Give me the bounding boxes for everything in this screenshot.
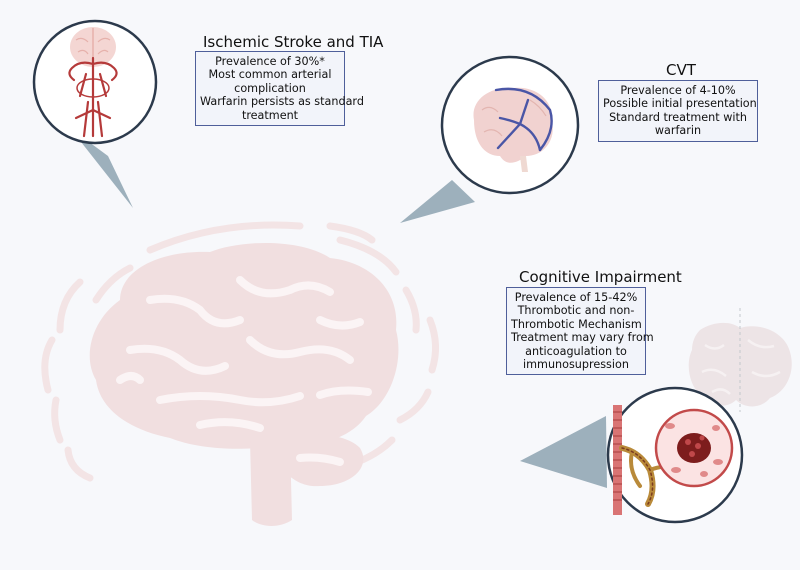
cognitive-title: Cognitive Impairment	[519, 268, 682, 286]
stroke-line-3: complication	[234, 81, 306, 95]
large-brain-icon	[41, 221, 439, 526]
stroke-line-4: Warfarin persists as standard	[200, 95, 364, 109]
cognitive-line-6: immunosupression	[523, 358, 629, 372]
cvt-info-box: Prevalence of 4-10% Possible initial pre…	[598, 80, 758, 142]
cvt-line-4: warfarin	[654, 124, 702, 138]
cvt-callout-wedge	[400, 180, 475, 223]
stroke-line-2: Most common arterial	[208, 68, 332, 82]
thrombosis-vessel-icon	[606, 386, 744, 524]
cognitive-info-box: Prevalence of 15-42% Thrombotic and non-…	[506, 287, 654, 376]
stroke-info-box: Prevalence of 30%* Most common arterial …	[195, 51, 364, 127]
cvt-line-1: Prevalence of 4-10%	[620, 84, 736, 97]
cvt-line-2: Possible initial presentation	[603, 97, 757, 111]
cognitive-line-3: Thrombotic Mechanism	[511, 317, 642, 331]
stroke-line-1: Prevalence of 30%*	[215, 55, 325, 68]
stroke-callout-wedge	[70, 128, 133, 208]
cognitive-callout-wedge	[520, 416, 607, 488]
brain-arteries-icon	[32, 19, 158, 145]
cognitive-line-4: Treatment may vary from	[511, 331, 654, 345]
cvt-title: CVT	[666, 61, 696, 79]
cognitive-line-5: anticoagulation to	[525, 344, 627, 358]
brain-slice-icon	[688, 308, 792, 412]
brain-veins-icon	[440, 55, 580, 195]
stroke-title: Ischemic Stroke and TIA	[203, 33, 384, 51]
stroke-line-5: treatment	[241, 108, 299, 122]
cvt-line-3: Standard treatment with	[609, 110, 747, 124]
cognitive-line-1: Prevalence of 15-42%	[514, 291, 638, 304]
cognitive-line-2: Thrombotic and non-	[517, 304, 635, 318]
